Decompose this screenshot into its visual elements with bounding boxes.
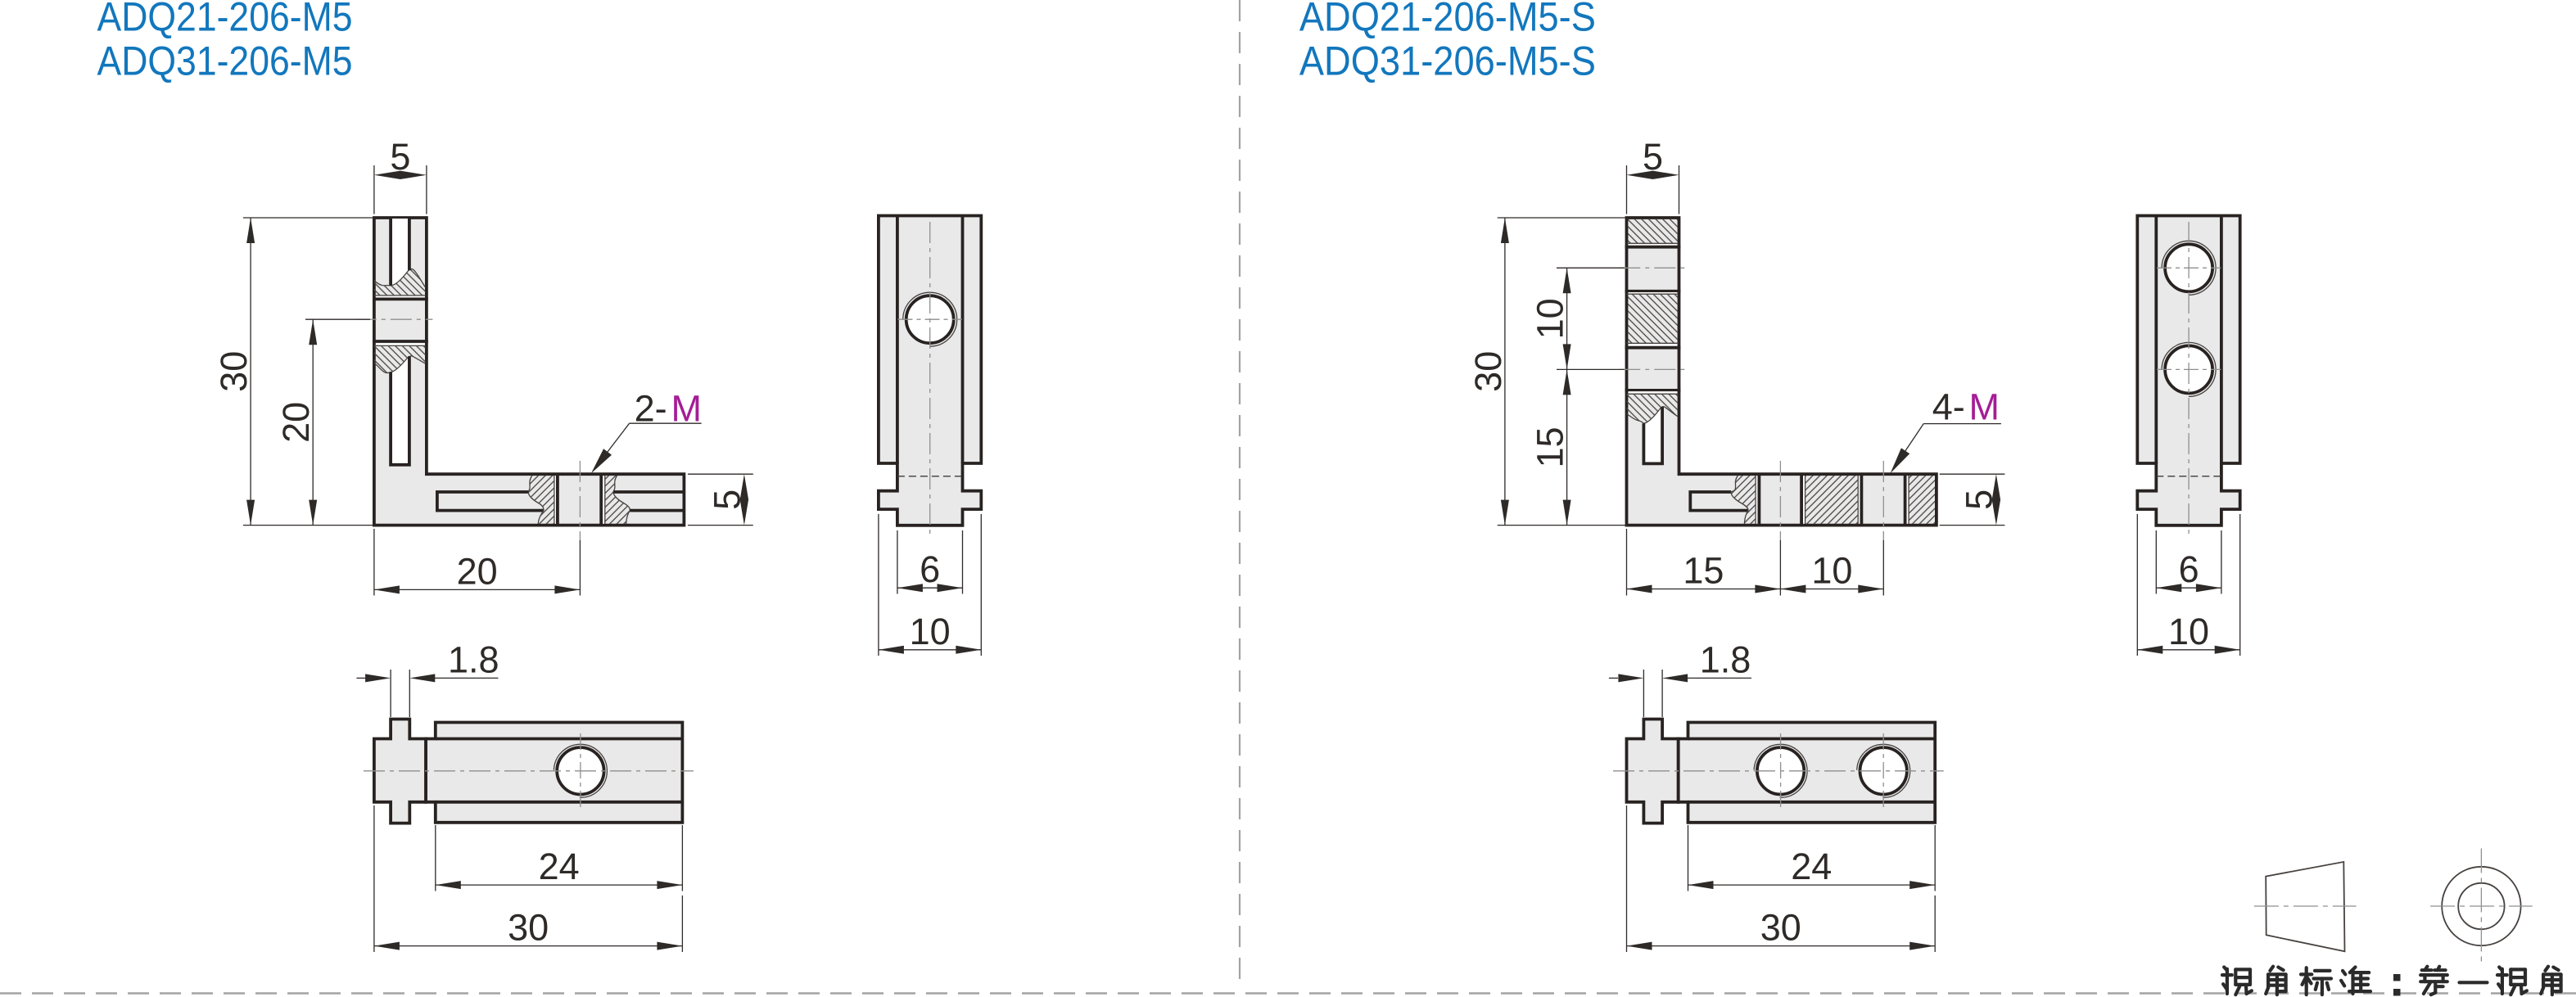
svg-text:30: 30 xyxy=(1760,907,1801,949)
svg-text:15: 15 xyxy=(1530,426,1571,467)
svg-text:20: 20 xyxy=(275,402,317,443)
svg-text:5: 5 xyxy=(707,489,748,510)
svg-text:2-: 2- xyxy=(635,388,667,430)
svg-text:24: 24 xyxy=(539,846,580,887)
svg-text:1.8: 1.8 xyxy=(448,638,499,680)
svg-text:M: M xyxy=(671,388,703,430)
svg-text:M: M xyxy=(1969,386,2000,428)
svg-text:5: 5 xyxy=(1959,489,2000,510)
svg-text:15: 15 xyxy=(1683,550,1724,592)
svg-text:5: 5 xyxy=(1643,136,1663,178)
svg-text:6: 6 xyxy=(2179,548,2199,590)
svg-text:24: 24 xyxy=(1791,846,1832,887)
svg-text:30: 30 xyxy=(508,907,549,949)
svg-text:ADQ21-206-M5: ADQ21-206-M5 xyxy=(97,0,353,40)
svg-text:1.8: 1.8 xyxy=(1700,638,1751,680)
svg-text:10: 10 xyxy=(1530,298,1571,339)
svg-text:4-: 4- xyxy=(1932,386,1965,428)
svg-text:10: 10 xyxy=(1811,550,1852,592)
svg-text:5: 5 xyxy=(390,136,410,178)
svg-text:30: 30 xyxy=(1467,351,1509,392)
svg-text:20: 20 xyxy=(457,550,498,592)
svg-text:ADQ21-206-M5-S: ADQ21-206-M5-S xyxy=(1299,0,1596,40)
svg-text:30: 30 xyxy=(213,351,255,392)
svg-text:10: 10 xyxy=(910,611,951,652)
svg-text:ADQ31-206-M5: ADQ31-206-M5 xyxy=(97,38,353,84)
svg-text:6: 6 xyxy=(920,548,940,590)
svg-text:ADQ31-206-M5-S: ADQ31-206-M5-S xyxy=(1299,38,1596,84)
svg-text:10: 10 xyxy=(2168,611,2209,652)
